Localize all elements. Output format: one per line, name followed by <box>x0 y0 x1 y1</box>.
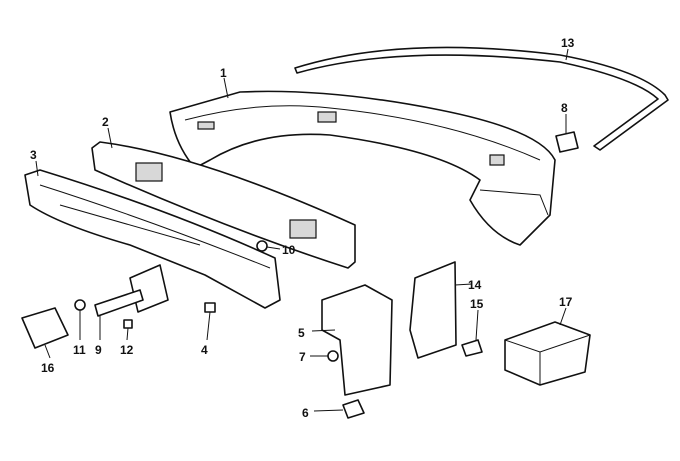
part-9-bracket-arm <box>94 289 144 317</box>
callout-14: 14 <box>468 278 482 292</box>
part-3-bumper-reinforcement[interactable] <box>24 169 281 309</box>
bumper-cover-slot <box>489 154 505 166</box>
callout-10: 10 <box>282 243 296 257</box>
part-4-bolt[interactable] <box>204 302 216 313</box>
part-9-bracket[interactable] <box>129 264 169 313</box>
bumper-cover-corner-line <box>479 189 549 216</box>
bumper-cover-edge-line <box>184 105 541 161</box>
callout-13: 13 <box>561 36 575 50</box>
part-13-trim-strip[interactable] <box>294 46 669 151</box>
part-6-clip-nut[interactable] <box>342 399 365 419</box>
callout-7: 7 <box>299 350 306 364</box>
part-11-nut[interactable] <box>74 299 86 311</box>
bumper-strip-pad <box>135 162 163 182</box>
part-14-bracket[interactable] <box>409 261 457 359</box>
reinforcement-rib-line <box>59 204 201 246</box>
callout-6: 6 <box>302 406 309 420</box>
bumper-cover-slot <box>197 121 215 130</box>
part-16-spacer[interactable] <box>21 307 69 349</box>
part-7-bolt[interactable] <box>327 350 339 362</box>
bumper-strip-pad <box>289 219 317 239</box>
leader-lines <box>35 48 569 412</box>
part-17-kit-box[interactable] <box>504 321 591 386</box>
callout-3: 3 <box>30 148 37 162</box>
callout-5: 5 <box>298 326 305 340</box>
part-5-bracket[interactable] <box>321 284 393 396</box>
part-8-clip[interactable] <box>555 131 579 153</box>
callout-12: 12 <box>120 343 134 357</box>
callout-17: 17 <box>559 295 573 309</box>
callout-8: 8 <box>561 101 568 115</box>
part-15-bolt[interactable] <box>461 339 483 357</box>
callout-16: 16 <box>41 361 55 375</box>
callout-15: 15 <box>470 297 484 311</box>
part-10-nut[interactable] <box>256 240 268 252</box>
reinforcement-rib-line <box>39 184 271 269</box>
callout-1: 1 <box>220 66 227 80</box>
bumper-cover-slot <box>317 111 337 123</box>
callout-4: 4 <box>201 343 208 357</box>
kit-box-fold-line <box>504 334 591 385</box>
callout-11: 11 <box>73 343 86 357</box>
part-1-bumper-cover[interactable] <box>169 90 556 246</box>
callout-2: 2 <box>102 115 109 129</box>
callout-9: 9 <box>95 343 102 357</box>
part-12-bolt[interactable] <box>123 319 133 329</box>
